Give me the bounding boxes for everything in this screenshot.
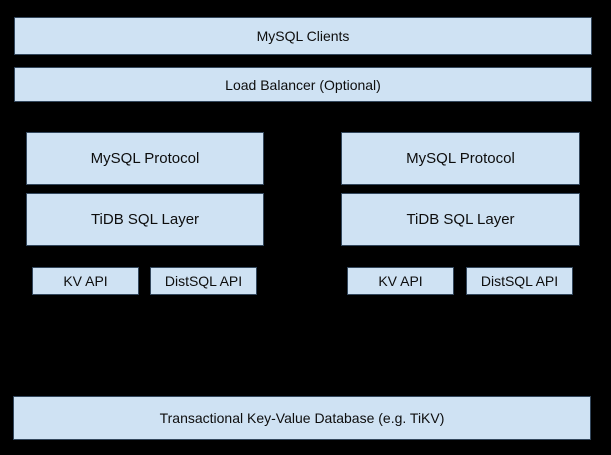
tidb-sql-layer-box: TiDB SQL Layer: [341, 193, 580, 246]
tidb-server-column-2: MySQL Protocol TiDB SQL Layer KV API Dis…: [341, 132, 580, 295]
load-balancer-box: Load Balancer (Optional): [14, 67, 592, 102]
kv-api-box: KV API: [347, 267, 454, 295]
distsql-api-box: DistSQL API: [150, 267, 257, 295]
mysql-protocol-box: MySQL Protocol: [341, 132, 580, 185]
tikv-storage-box: Transactional Key-Value Database (e.g. T…: [13, 396, 591, 440]
mysql-protocol-box: MySQL Protocol: [26, 132, 264, 185]
tidb-server-column-1: MySQL Protocol TiDB SQL Layer KV API Dis…: [26, 132, 264, 295]
tidb-sql-layer-box: TiDB SQL Layer: [26, 193, 264, 246]
kv-api-box: KV API: [32, 267, 139, 295]
mysql-clients-box: MySQL Clients: [14, 17, 592, 55]
distsql-api-box: DistSQL API: [466, 267, 573, 295]
